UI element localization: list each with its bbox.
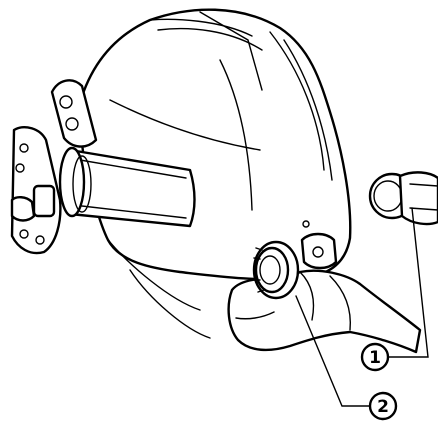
flange-yoke (10, 126, 62, 255)
seal-part (252, 240, 300, 300)
callout-1: 1 (360, 342, 390, 372)
axle-tube (58, 146, 196, 228)
callout-2: 2 (368, 391, 398, 421)
lower-housing (107, 239, 211, 339)
callout-2-label: 2 (377, 397, 389, 417)
callout-1-label: 1 (369, 348, 381, 368)
leader-lines (295, 207, 429, 407)
mounting-boss (300, 220, 338, 270)
plug-part (368, 171, 438, 226)
